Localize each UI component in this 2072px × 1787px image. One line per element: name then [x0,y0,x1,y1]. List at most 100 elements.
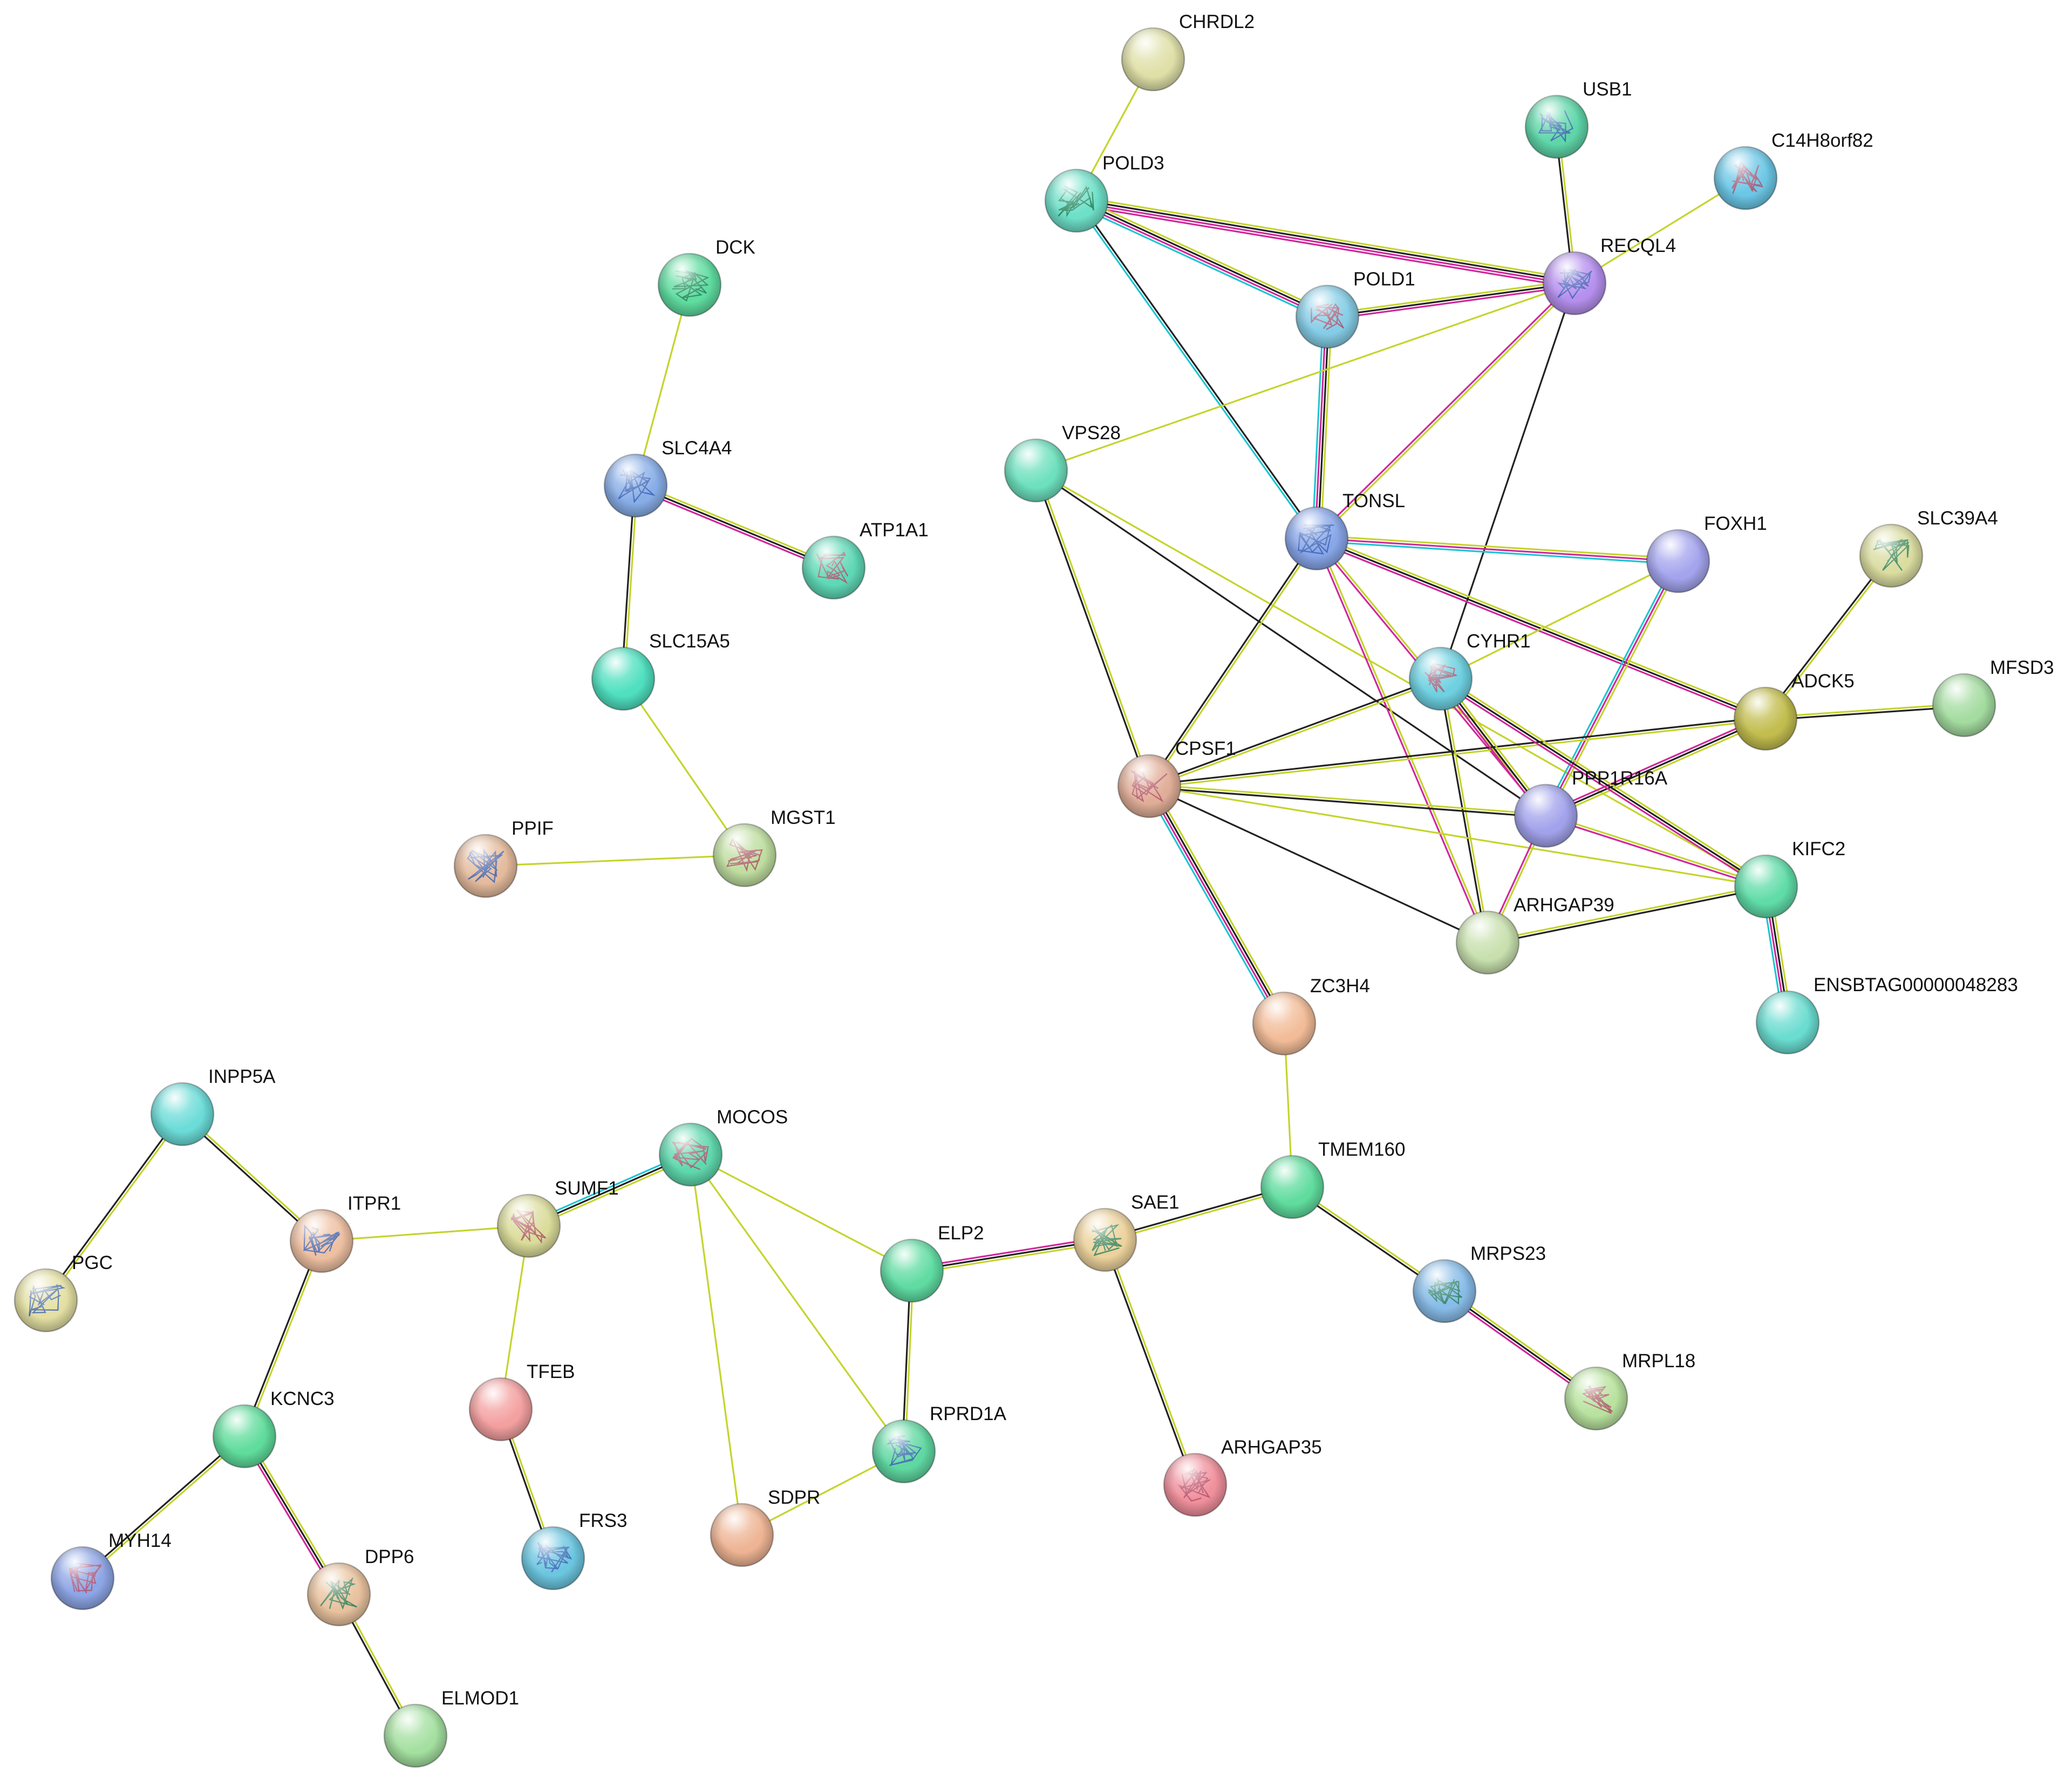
node-sphere[interactable] [1564,1366,1628,1431]
edge-line-coexpression [1148,785,1489,944]
node-chrdl2[interactable]: CHRDL2 [1121,11,1255,92]
node-elmod1[interactable]: ELMOD1 [383,1688,519,1768]
node-dpp6[interactable]: DPP6 [306,1546,414,1627]
edge-line-coexpression [1033,470,1149,788]
node-sae1[interactable]: SAE1 [1073,1192,1180,1272]
node-slc39a4[interactable]: SLC39A4 [1859,508,1998,588]
node-sphere[interactable] [712,823,777,888]
node-pold3[interactable]: POLD3 [1044,153,1164,233]
node-frs3[interactable]: FRS3 [521,1510,627,1591]
node-sphere[interactable] [1044,168,1109,233]
node-ppif[interactable]: PPIF [453,818,554,898]
node-sphere[interactable] [1713,146,1778,210]
node-recql4[interactable]: RECQL4 [1542,235,1676,316]
node-label: SUMF1 [555,1178,619,1199]
node-sphere[interactable] [871,1419,936,1484]
node-sphere[interactable] [496,1193,561,1258]
node-sphere[interactable] [880,1238,944,1303]
node-pold1[interactable]: POLD1 [1295,269,1415,349]
node-sphere[interactable] [212,1404,277,1469]
node-sphere[interactable] [1117,754,1182,819]
node-zc3h4[interactable]: ZC3H4 [1252,976,1370,1056]
node-sphere[interactable] [521,1526,585,1591]
node-sphere[interactable] [1163,1452,1228,1517]
node-usb1[interactable]: USB1 [1524,79,1632,159]
node-sphere[interactable] [591,646,656,711]
node-sphere[interactable] [801,535,866,600]
node-inpp5a[interactable]: INPP5A [150,1066,276,1147]
node-sphere[interactable] [453,834,518,898]
edge-line-textmining [622,678,746,856]
node-label: MOCOS [717,1107,788,1128]
node-slc15a5[interactable]: SLC15A5 [591,631,730,711]
node-sphere[interactable] [50,1546,115,1611]
node-ensbtag00000048283[interactable]: ENSBTAG00000048283 [1755,974,2018,1055]
node-sphere[interactable] [1646,529,1710,594]
edge-line-experiments [1327,285,1576,320]
node-sphere[interactable] [657,253,722,317]
node-sphere[interactable] [1412,1259,1477,1324]
node-sphere[interactable] [1932,673,1996,738]
node-sphere[interactable] [603,453,668,518]
node-itpr1[interactable]: ITPR1 [289,1193,401,1273]
node-label: CPSF1 [1175,738,1236,759]
node-c14h8orf82[interactable]: C14H8orf82 [1713,130,1873,210]
node-kcnc3[interactable]: KCNC3 [212,1388,335,1469]
node-sphere[interactable] [383,1703,448,1768]
node-mrps23[interactable]: MRPS23 [1412,1243,1546,1324]
node-kifc2[interactable]: KIFC2 [1734,838,1845,919]
node-sphere[interactable] [1734,854,1798,919]
node-sphere[interactable] [13,1268,78,1333]
node-dck[interactable]: DCK [657,237,755,317]
node-sphere[interactable] [1524,94,1589,159]
node-mrpl18[interactable]: MRPL18 [1564,1351,1695,1431]
edge-line-textmining [1035,469,1767,888]
edge-FOXH1-PPP1R16A [1542,559,1682,818]
node-sphere[interactable] [1252,991,1317,1056]
node-sdpr[interactable]: SDPR [710,1487,820,1567]
node-tonsl[interactable]: TONSL [1284,490,1405,571]
node-arhgap35[interactable]: ARHGAP35 [1163,1437,1322,1517]
node-sphere[interactable] [1004,438,1068,503]
node-label: PGC [72,1252,113,1273]
node-adck5[interactable]: ADCK5 [1733,671,1855,751]
node-pgc[interactable]: PGC [13,1252,113,1333]
node-sphere[interactable] [1542,251,1607,316]
node-sphere[interactable] [1121,27,1185,92]
edge-line-textmining [1148,783,1547,816]
node-sphere[interactable] [1755,990,1820,1055]
node-sphere[interactable] [468,1377,533,1442]
node-sphere[interactable] [289,1209,354,1273]
node-mfsd3[interactable]: MFSD3 [1932,657,2054,738]
node-sphere[interactable] [1073,1208,1137,1272]
node-atp1a1[interactable]: ATP1A1 [801,520,929,600]
node-sphere[interactable] [1260,1155,1325,1219]
node-sphere[interactable] [1514,783,1578,848]
node-sphere[interactable] [710,1503,774,1567]
node-sphere[interactable] [306,1562,371,1627]
edge-VPS28-KIFC2 [1035,469,1767,888]
node-label: RPRD1A [930,1403,1007,1424]
node-sphere[interactable] [1408,646,1473,711]
node-vps28[interactable]: VPS28 [1004,422,1121,503]
node-ppp1r16a[interactable]: PPP1R16A [1514,768,1668,848]
node-sphere[interactable] [1295,284,1360,349]
node-rprd1a[interactable]: RPRD1A [871,1403,1007,1484]
node-sphere[interactable] [1284,506,1349,571]
node-sumf1[interactable]: SUMF1 [496,1178,619,1258]
node-mocos[interactable]: MOCOS [658,1107,788,1187]
node-tmem160[interactable]: TMEM160 [1260,1139,1405,1219]
node-mgst1[interactable]: MGST1 [712,807,836,888]
node-sphere[interactable] [1455,910,1520,975]
node-slc4a4[interactable]: SLC4A4 [603,438,732,518]
node-foxh1[interactable]: FOXH1 [1646,513,1767,594]
node-sphere[interactable] [1859,523,1924,588]
node-sphere[interactable] [150,1082,215,1147]
edge-CYHR1-CPSF1 [1148,676,1442,789]
node-tfeb[interactable]: TFEB [468,1361,575,1442]
edge-POLD1-RECQL4 [1326,279,1576,320]
node-sphere[interactable] [658,1122,723,1187]
node-sphere[interactable] [1733,686,1798,751]
node-myh14[interactable]: MYH14 [50,1530,172,1611]
edge-line-textmining [1546,720,1768,820]
